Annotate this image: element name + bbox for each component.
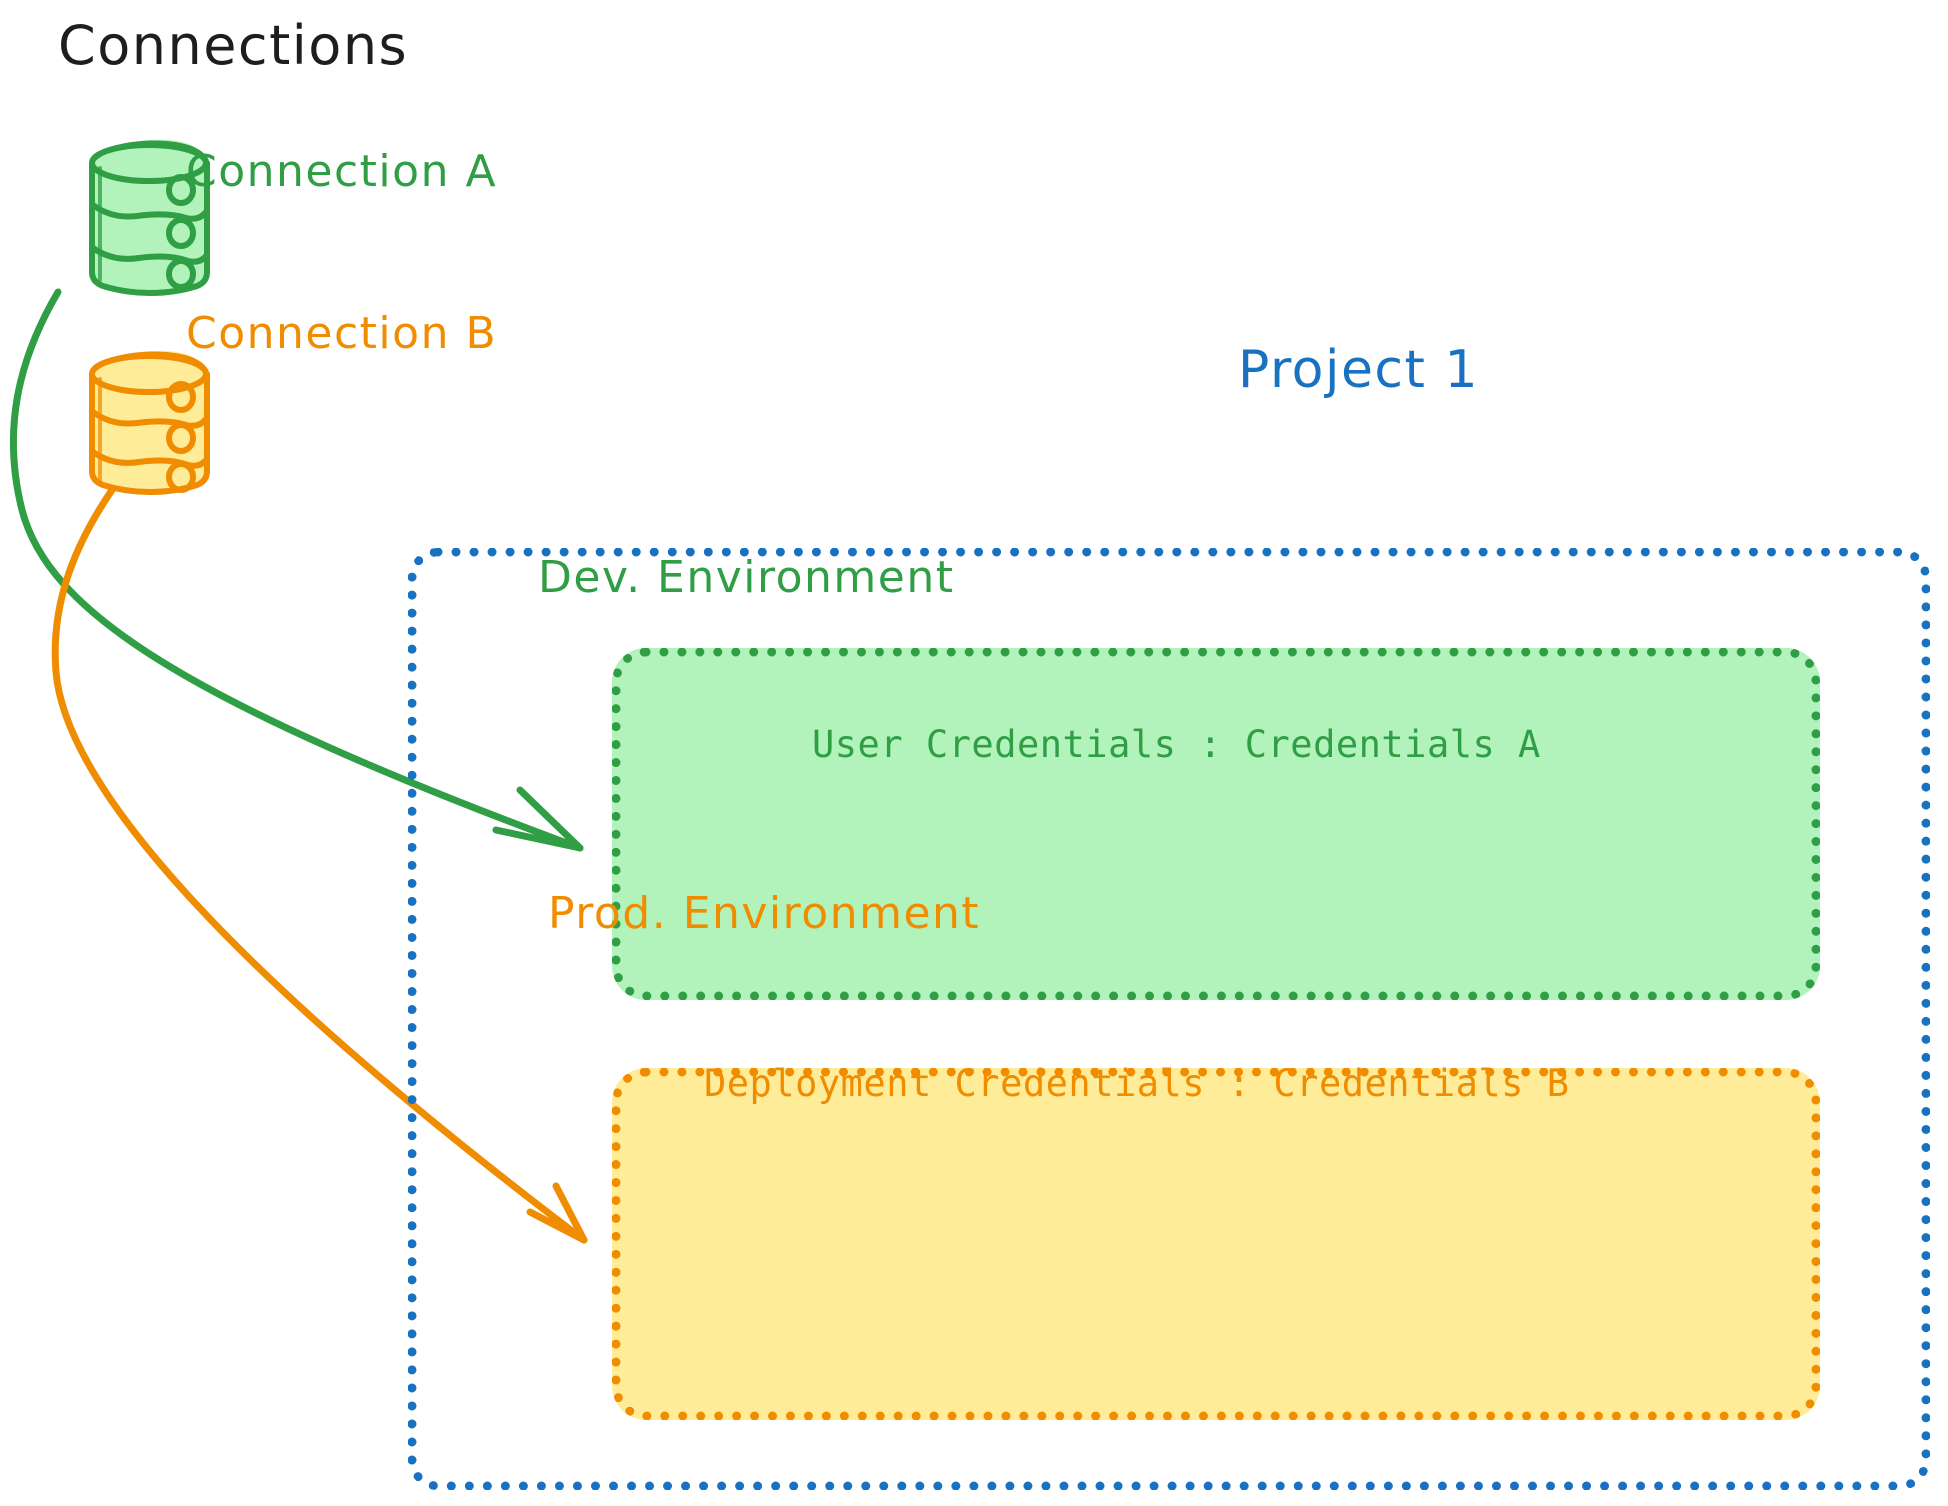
prod-environment-title: Prod. Environment — [548, 888, 981, 939]
dev-environment-box[interactable] — [612, 648, 1820, 1000]
connection-a-label: Connection A — [186, 146, 498, 197]
prod-environment-credentials: Deployment Credentials : Credentials B — [704, 1062, 1570, 1105]
dev-environment-title: Dev. Environment — [538, 552, 955, 603]
project-title-label: Project 1 — [1238, 340, 1480, 400]
project-boundary-box — [408, 548, 1930, 1490]
dev-environment-credentials: User Credentials : Credentials A — [812, 723, 1541, 766]
prod-environment-box[interactable] — [612, 1068, 1820, 1420]
database-icon-connection-b[interactable] — [89, 350, 210, 495]
database-icon-connection-a[interactable] — [89, 139, 210, 296]
page-title: Connections — [58, 14, 409, 77]
arrow-connection-a-to-dev-environment — [9, 288, 584, 852]
arrow-connection-b-to-prod-environment — [51, 486, 588, 1244]
connection-b-label: Connection B — [186, 308, 498, 359]
